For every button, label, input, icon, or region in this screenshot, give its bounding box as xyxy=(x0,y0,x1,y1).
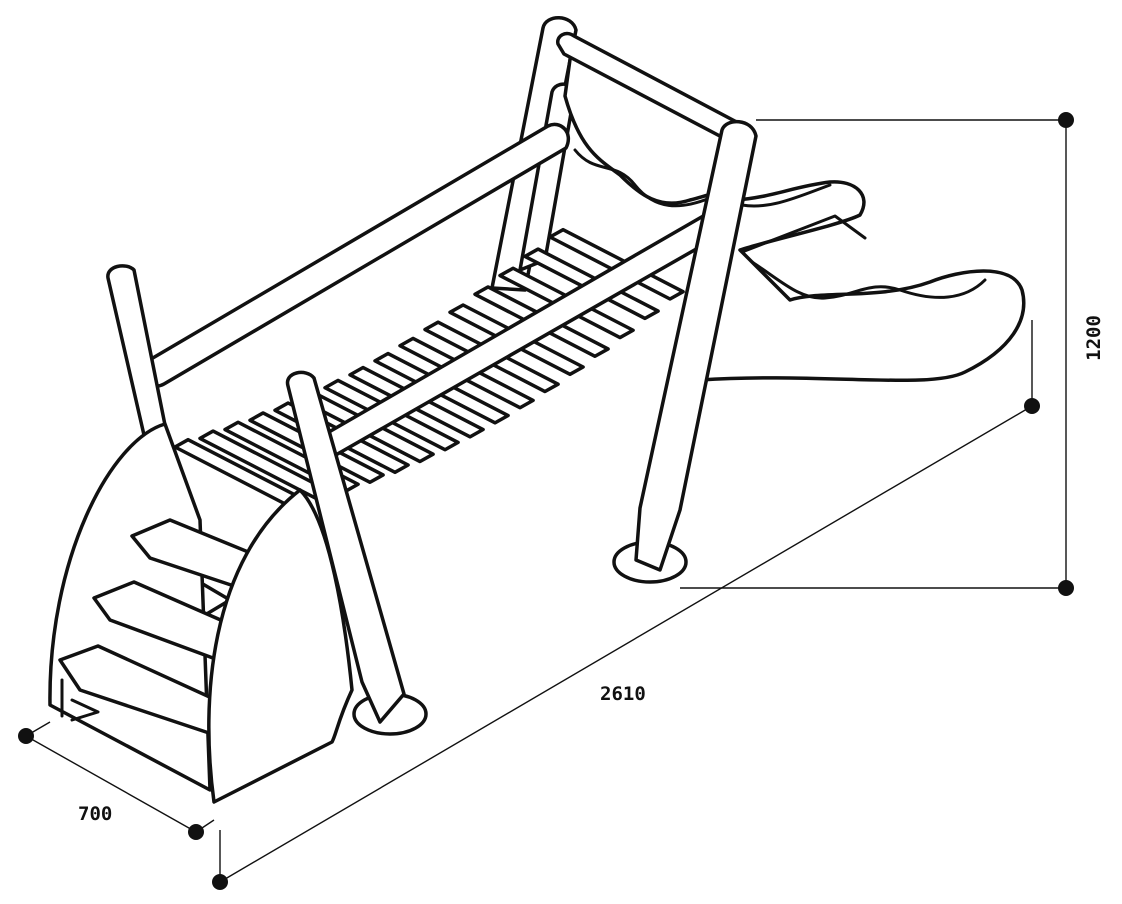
dimension-dot xyxy=(212,874,228,890)
front-near-post xyxy=(285,370,406,724)
dimension-dot xyxy=(1058,580,1074,596)
dimension-lines xyxy=(18,112,1074,890)
dimension-dot xyxy=(188,824,204,840)
dimension-dot xyxy=(18,728,34,744)
front-far-post xyxy=(106,264,232,620)
slide xyxy=(698,180,1026,383)
front-right-post xyxy=(634,120,758,572)
depth-dimension-line xyxy=(25,735,197,833)
dimension-dot xyxy=(1024,398,1040,414)
stair-support xyxy=(60,678,100,722)
slide-bed xyxy=(698,180,1026,383)
front-right-post-group xyxy=(612,120,758,584)
slide-entry xyxy=(740,214,867,254)
stair-treads xyxy=(58,518,260,742)
length-dimension-label: 2610 xyxy=(600,683,646,705)
stair-side-near xyxy=(207,488,354,804)
dimension-dot xyxy=(1058,112,1074,128)
depth-dimension-label: 700 xyxy=(78,803,112,825)
slide-side-wave xyxy=(573,148,712,208)
height-dimension-label: 1200 xyxy=(1083,315,1105,361)
slide-wave-far xyxy=(740,183,832,208)
length-dimension-line xyxy=(219,405,1033,883)
slide-wave-near xyxy=(750,260,987,300)
front-near-post-group xyxy=(285,370,428,736)
